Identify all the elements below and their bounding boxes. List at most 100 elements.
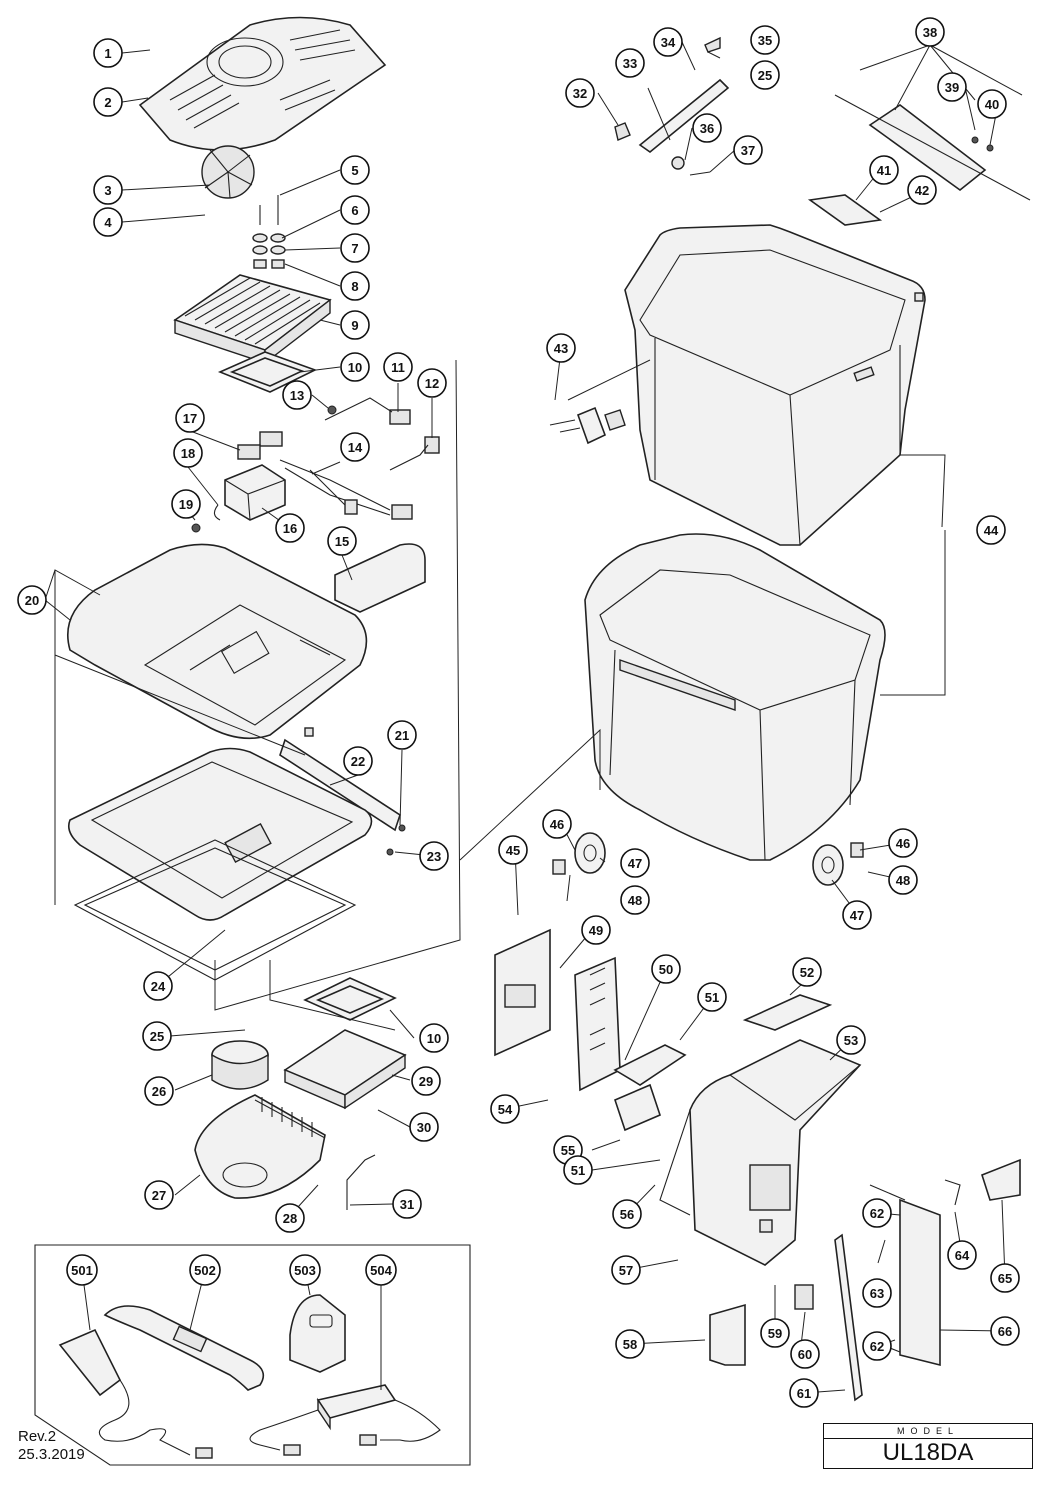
- callout-number: 29: [419, 1074, 433, 1089]
- callout-number: 22: [351, 754, 365, 769]
- callout-circle: [383, 352, 413, 382]
- callout-47: 47: [842, 900, 872, 930]
- terminal-cover-part: [334, 543, 426, 613]
- callout-circle: [792, 957, 822, 987]
- callout-circle: [563, 1155, 593, 1185]
- callout-number: 11: [391, 360, 405, 375]
- callout-circle: [612, 1199, 642, 1229]
- callout-26: 26: [144, 1076, 174, 1106]
- callout-circle: [387, 720, 417, 750]
- callout-number: 48: [628, 893, 642, 908]
- callout-47: 47: [620, 848, 650, 878]
- callout-number: 48: [896, 873, 910, 888]
- callout-number: 63: [870, 1286, 884, 1301]
- callout-65: 65: [990, 1263, 1020, 1293]
- callout-circle: [93, 175, 123, 205]
- callout-number: 502: [194, 1263, 216, 1278]
- peltier-plate-part: [283, 1029, 407, 1110]
- callout-32: 32: [565, 78, 595, 108]
- callout-number: 15: [335, 534, 349, 549]
- callout-38: 38: [915, 17, 945, 47]
- callout-33: 33: [615, 48, 645, 78]
- callout-number: 49: [589, 923, 603, 938]
- callout-6: 6: [340, 195, 370, 225]
- callout-43: 43: [546, 333, 576, 363]
- callout-circle: [340, 195, 370, 225]
- callout-number: 46: [550, 817, 564, 832]
- callout-23: 23: [419, 841, 449, 871]
- callout-circle: [411, 1066, 441, 1096]
- callout-number: 17: [183, 411, 197, 426]
- spring-part: [944, 1179, 961, 1206]
- callout-number: 65: [998, 1271, 1012, 1286]
- wheels-part: [552, 832, 864, 886]
- callout-circle: [289, 1254, 321, 1286]
- callout-circle: [862, 1278, 892, 1308]
- sensor-cables: [324, 397, 440, 471]
- callout-number: 52: [800, 965, 814, 980]
- callout-8: 8: [340, 271, 370, 301]
- callout-1: 1: [93, 38, 123, 68]
- callout-44: 44: [976, 515, 1006, 545]
- callout-number: 7: [351, 241, 358, 256]
- callout-21: 21: [387, 720, 417, 750]
- callout-circle: [327, 526, 357, 556]
- callout-number: 64: [955, 1248, 970, 1263]
- callout-52: 52: [792, 957, 822, 987]
- callout-circle: [947, 1240, 977, 1270]
- callout-48: 48: [620, 885, 650, 915]
- revision-block: Rev.2 25.3.2019: [18, 1428, 85, 1464]
- callout-circle: [542, 809, 572, 839]
- callout-5: 5: [340, 155, 370, 185]
- callout-circle: [615, 48, 645, 78]
- callout-circle: [392, 1189, 422, 1219]
- callout-circle: [651, 954, 681, 984]
- callout-circle: [888, 865, 918, 895]
- callout-number: 10: [427, 1031, 441, 1046]
- callout-number: 53: [844, 1033, 858, 1048]
- callout-circle: [990, 1263, 1020, 1293]
- callout-number: 10: [348, 360, 362, 375]
- callout-number: 62: [870, 1339, 884, 1354]
- callout-number: 3: [104, 183, 111, 198]
- callout-59: 59: [760, 1318, 790, 1348]
- lid-frame-part: [67, 747, 373, 981]
- gasket-lower-part: [303, 977, 397, 1021]
- callout-circle: [343, 746, 373, 776]
- callout-36: 36: [692, 113, 722, 143]
- latch-parts: [614, 36, 730, 176]
- callout-57: 57: [611, 1255, 641, 1285]
- callout-45: 45: [498, 835, 528, 865]
- callout-4: 4: [93, 207, 123, 237]
- callout-501: 501: [66, 1254, 98, 1286]
- callout-number: 36: [700, 121, 714, 136]
- model-box: MODEL UL18DA: [823, 1423, 1033, 1469]
- callout-number: 60: [798, 1347, 812, 1362]
- callout-number: 12: [425, 376, 439, 391]
- callout-circle: [498, 835, 528, 865]
- callout-circle: [143, 971, 173, 1001]
- callout-37: 37: [733, 135, 763, 165]
- callout-503: 503: [289, 1254, 321, 1286]
- callout-circle: [17, 585, 47, 615]
- accessory-501-part: [58, 1328, 213, 1459]
- bracket-part: [279, 738, 406, 856]
- callout-circle: [419, 841, 449, 871]
- top-cover-part: [138, 16, 387, 151]
- callout-39: 39: [937, 72, 967, 102]
- callout-20: 20: [17, 585, 47, 615]
- callout-number: 59: [768, 1326, 782, 1341]
- model-label: MODEL: [824, 1425, 1032, 1439]
- fan-part: [201, 145, 255, 199]
- callout-number: 41: [877, 163, 891, 178]
- callout-18: 18: [173, 438, 203, 468]
- wiring-harness: [191, 431, 413, 533]
- callout-circle: [611, 1255, 641, 1285]
- callout-circle: [750, 25, 780, 55]
- callout-number: 35: [758, 33, 772, 48]
- callout-56: 56: [612, 1199, 642, 1229]
- callout-30: 30: [409, 1112, 439, 1142]
- heatsink-part: [173, 274, 332, 365]
- callout-10: 10: [419, 1023, 449, 1053]
